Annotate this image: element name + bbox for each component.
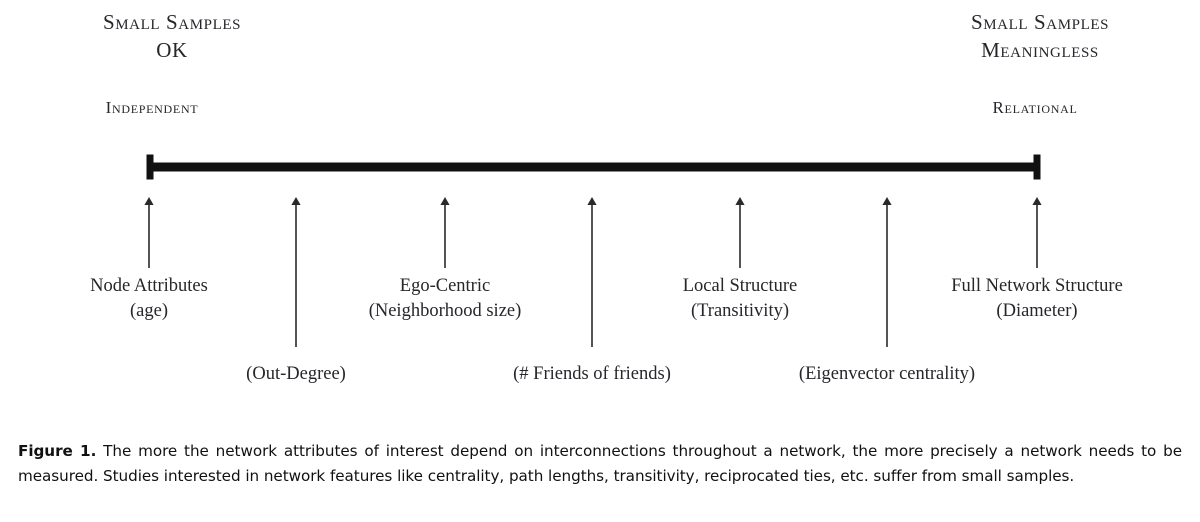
tick-label-sub-full-network: (Diameter): [996, 301, 1078, 321]
tick-arrow-head-node-attributes: [144, 197, 154, 205]
spectrum-bar-cap-left: [146, 154, 154, 180]
axis-end-label-relational: Relational: [992, 98, 1078, 117]
tick-arrow-head-out-degree: [291, 197, 301, 205]
header-right-line2: Meaningless: [981, 38, 1099, 62]
tick-arrow-full-network: [1032, 197, 1042, 268]
tick-label-node-attributes: Node Attributes (age): [90, 274, 208, 324]
tick-label-main-out-degree: (Out-Degree): [246, 364, 346, 384]
tick-label-friends-of-friends: (# Friends of friends): [513, 362, 671, 387]
tick-arrow-head-friends-of-friends: [587, 197, 597, 205]
spectrum-bar: [150, 162, 1037, 172]
tick-arrow-eigenvector: [882, 197, 892, 347]
spectrum-bar-cap-right: [1033, 154, 1041, 180]
header-small-samples-meaningless: Small Samples Meaningless: [920, 8, 1160, 64]
tick-label-main-ego-centric: Ego-Centric: [399, 276, 491, 296]
tick-label-ego-centric: Ego-Centric (Neighborhood size): [369, 274, 522, 324]
tick-label-sub-local-structure: (Transitivity): [691, 301, 789, 321]
header-left-line2: OK: [156, 38, 188, 62]
tick-label-eigenvector: (Eigenvector centrality): [799, 362, 975, 387]
tick-arrow-node-attributes: [144, 197, 154, 268]
tick-arrow-head-local-structure: [735, 197, 745, 205]
tick-arrow-friends-of-friends: [587, 197, 597, 347]
tick-arrow-head-full-network: [1032, 197, 1042, 205]
header-small-samples-ok: Small Samples OK: [52, 8, 292, 64]
figure-canvas: Small Samples OK Small Samples Meaningle…: [52, 8, 1160, 387]
tick-arrow-head-ego-centric: [440, 197, 450, 205]
tick-label-local-structure: Local Structure (Transitivity): [683, 274, 798, 324]
tick-arrow-out-degree: [291, 197, 301, 347]
header-right-line1: Small Samples: [970, 10, 1110, 34]
tick-label-main-full-network: Full Network Structure: [951, 276, 1123, 296]
tick-arrow-local-structure: [735, 197, 745, 268]
figure-caption-label: Figure 1.: [18, 442, 97, 461]
tick-label-out-degree: (Out-Degree): [246, 362, 346, 387]
tick-label-main-eigenvector: (Eigenvector centrality): [798, 364, 976, 384]
header-left-line1: Small Samples: [102, 10, 242, 34]
spectrum-axis: [144, 154, 1042, 347]
tick-label-main-friends-of-friends: (# Friends of friends): [513, 364, 671, 384]
figure-caption-text: The more the network attributes of inter…: [18, 442, 1182, 486]
tick-arrow-ego-centric: [440, 197, 450, 268]
tick-label-full-network: Full Network Structure (Diameter): [951, 274, 1123, 324]
tick-label-main-node-attributes: Node Attributes: [90, 276, 208, 296]
tick-label-sub-node-attributes: (age): [129, 301, 168, 321]
tick-label-main-local-structure: Local Structure: [682, 276, 798, 296]
tick-label-sub-ego-centric: (Neighborhood size): [368, 301, 522, 321]
axis-end-label-independent: Independent: [105, 98, 199, 117]
figure-caption: Figure 1. The more the network attribute…: [18, 439, 1182, 489]
tick-arrow-head-eigenvector: [882, 197, 892, 205]
